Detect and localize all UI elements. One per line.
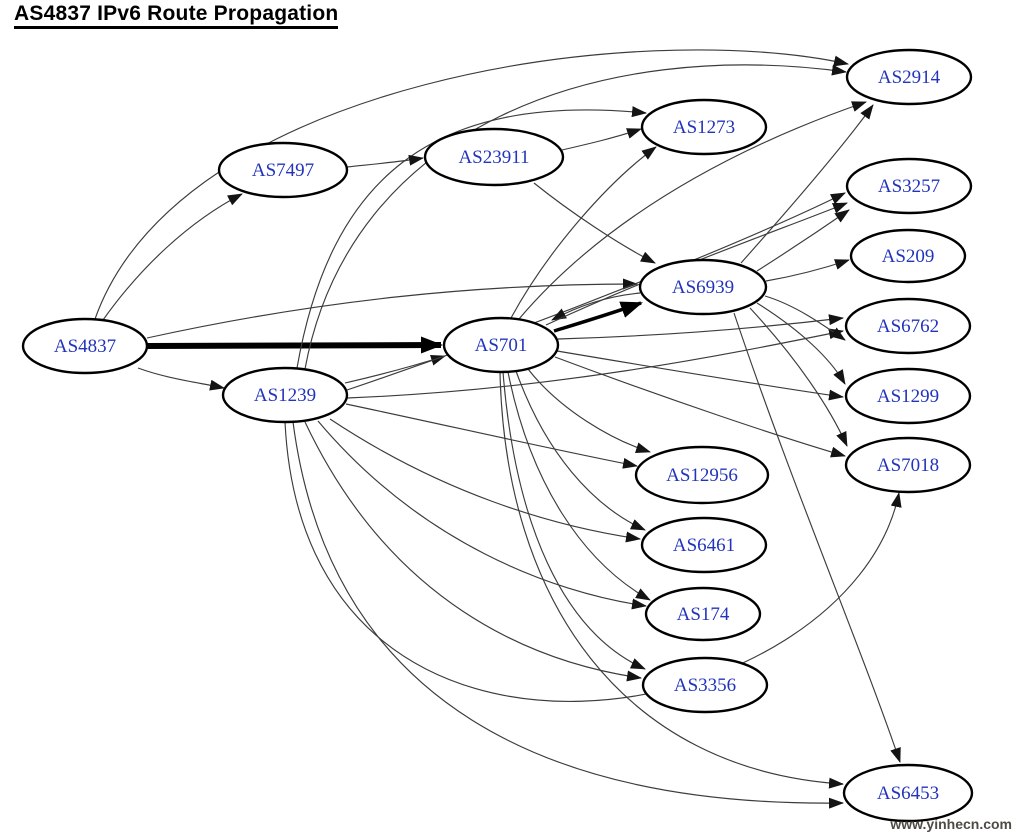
node-ellipse-AS3356	[641, 656, 769, 714]
edge-AS4837-AS1239	[137, 367, 225, 391]
edge-AS1239-AS12956	[345, 403, 638, 469]
edge-AS701-AS2914	[518, 101, 867, 320]
node-AS3257: AS3257	[845, 157, 973, 215]
edge-AS23911-AS6939	[533, 182, 656, 264]
edge-AS701-AS1299	[556, 350, 844, 401]
edge-AS4837-AS7497	[102, 193, 243, 321]
node-ellipse-AS6939	[638, 258, 768, 316]
node-ellipse-AS174	[644, 586, 762, 642]
node-label-AS209: AS209	[882, 246, 935, 267]
node-AS1239: AS1239	[221, 366, 349, 424]
edge-AS701-AS174	[507, 371, 651, 601]
node-AS4837: AS4837	[21, 317, 149, 375]
node-AS1273: AS1273	[640, 98, 768, 156]
node-ellipse-AS7497	[217, 141, 349, 199]
edge-AS4837-AS701	[146, 336, 443, 354]
node-AS6453: AS6453	[842, 763, 974, 823]
node-AS12956: AS12956	[634, 445, 770, 505]
node-ellipse-AS6453	[842, 763, 974, 823]
edge-AS1239-AS174	[317, 420, 647, 610]
node-label-AS3356: AS3356	[674, 675, 736, 696]
node-label-AS7497: AS7497	[252, 160, 314, 181]
node-ellipse-AS3257	[845, 157, 973, 215]
node-label-AS174: AS174	[677, 604, 730, 625]
edge-AS6939-AS6453	[733, 312, 901, 763]
page-title: AS4837 IPv6 Route Propagation	[14, 2, 339, 29]
page-title-text: AS4837 IPv6 Route Propagation	[14, 2, 339, 29]
node-ellipse-AS2914	[845, 48, 973, 106]
node-ellipse-AS1239	[221, 366, 349, 424]
node-AS209: AS209	[849, 228, 967, 284]
node-label-AS6939: AS6939	[672, 277, 734, 298]
node-label-AS1299: AS1299	[877, 386, 939, 407]
node-AS7497: AS7497	[217, 141, 349, 199]
node-ellipse-AS1273	[640, 98, 768, 156]
node-label-AS23911: AS23911	[458, 147, 529, 168]
edge-AS6939-AS1299	[756, 302, 846, 385]
node-ellipse-AS7018	[844, 436, 972, 494]
node-label-AS7018: AS7018	[877, 455, 939, 476]
node-AS6939: AS6939	[638, 258, 768, 316]
edge-AS6939-AS6762	[764, 295, 846, 341]
edges-layer	[94, 49, 902, 809]
node-label-AS701: AS701	[475, 335, 528, 356]
edge-AS23911-AS1273	[561, 128, 642, 151]
node-label-AS3257: AS3257	[878, 176, 940, 197]
edge-AS701-AS12956	[527, 368, 651, 454]
edge-AS701-AS1273	[510, 146, 657, 319]
edge-AS6939-AS2914	[740, 104, 874, 264]
node-label-AS1273: AS1273	[673, 117, 735, 138]
node-ellipse-AS23911	[423, 127, 565, 187]
edge-AS701-AS3257	[545, 202, 848, 326]
edge-AS701-AS6939	[553, 301, 643, 333]
edge-AS4837-AS6939	[146, 278, 638, 339]
node-AS23911: AS23911	[423, 127, 565, 187]
node-AS3356: AS3356	[641, 656, 769, 714]
node-AS2914: AS2914	[845, 48, 973, 106]
node-label-AS12956: AS12956	[666, 465, 738, 486]
edge-AS1239-AS1273	[296, 106, 647, 369]
node-ellipse-AS701	[442, 316, 560, 374]
edge-AS1239-AS3257	[346, 192, 846, 391]
node-ellipse-AS6461	[640, 516, 768, 574]
edge-AS1239-AS3356	[304, 421, 642, 682]
edge-AS701-AS6453	[499, 371, 844, 789]
edge-AS6939-AS701	[551, 292, 641, 321]
node-label-AS6762: AS6762	[877, 316, 939, 337]
watermark: www.yinhecn.com	[890, 816, 1012, 832]
node-AS6461: AS6461	[640, 516, 768, 574]
edge-AS1239-AS2914	[304, 64, 847, 370]
node-label-AS6461: AS6461	[673, 535, 735, 556]
edge-AS6939-AS3257	[756, 209, 850, 272]
edge-AS4837-AS2914	[94, 49, 849, 320]
node-AS6762: AS6762	[844, 297, 972, 355]
node-AS1299: AS1299	[844, 367, 972, 425]
node-label-AS2914: AS2914	[878, 67, 941, 88]
edge-AS1239-AS6453	[292, 421, 844, 809]
node-AS701: AS701	[442, 316, 560, 374]
node-label-AS4837: AS4837	[54, 336, 116, 357]
edge-AS701-AS6762	[557, 314, 844, 340]
node-AS174: AS174	[644, 586, 762, 642]
edge-AS1239-AS701	[344, 354, 446, 384]
edge-AS6939-AS209	[765, 259, 850, 282]
edge-AS7497-AS23911	[346, 154, 424, 168]
edge-AS701-AS6461	[515, 370, 646, 531]
edge-AS1239-AS6762	[346, 328, 844, 399]
node-ellipse-AS4837	[21, 317, 149, 375]
node-ellipse-AS1299	[844, 367, 972, 425]
node-ellipse-AS12956	[634, 445, 770, 505]
edge-AS1239-AS7018	[284, 421, 902, 702]
node-label-AS6453: AS6453	[877, 783, 939, 804]
edge-AS1239-AS6461	[329, 418, 641, 543]
node-AS7018: AS7018	[844, 436, 972, 494]
node-ellipse-AS209	[849, 228, 967, 284]
node-label-AS1239: AS1239	[254, 385, 316, 406]
edge-AS701-AS3356	[502, 371, 646, 670]
edge-AS701-AS7018	[554, 356, 846, 458]
node-ellipse-AS6762	[844, 297, 972, 355]
edge-AS6939-AS7018	[749, 307, 848, 447]
